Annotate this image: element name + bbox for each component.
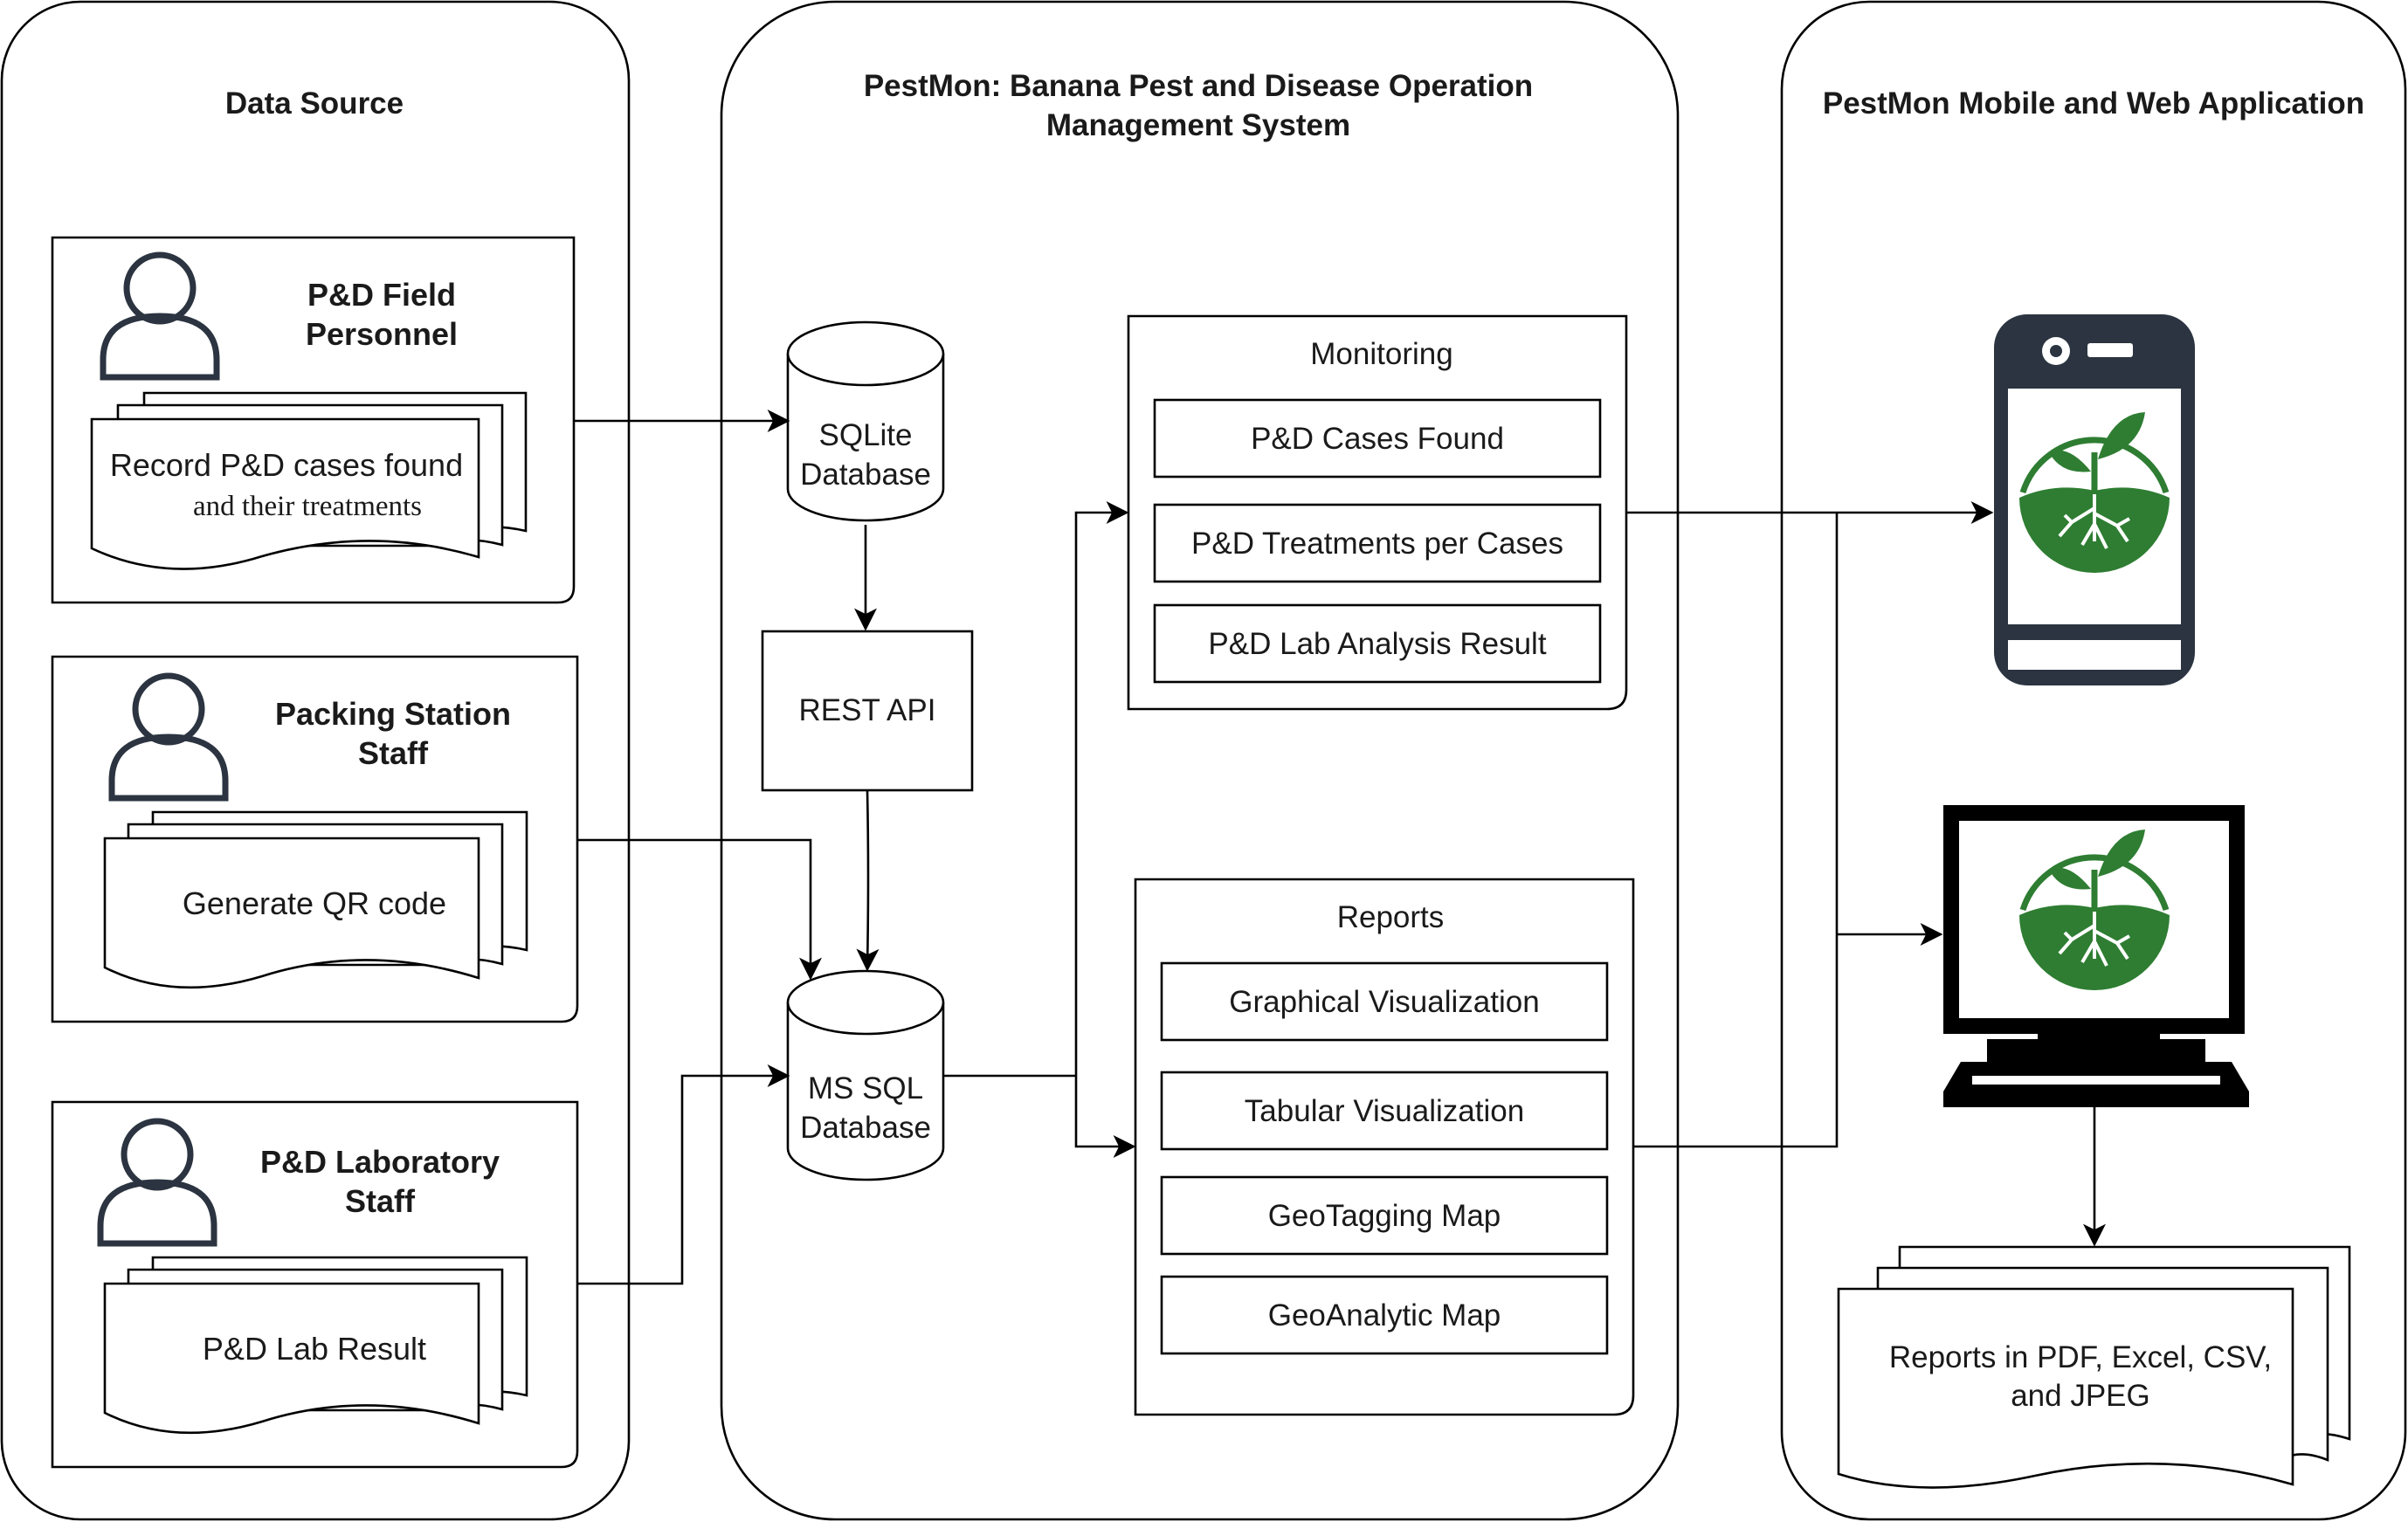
reports-item-geoanalytic-label: GeoAnalytic Map bbox=[1268, 1298, 1501, 1333]
mssql-label-line2: Database bbox=[800, 1111, 931, 1145]
reports-item-tabular-label: Tabular Visualization bbox=[1245, 1094, 1524, 1128]
qr-code-label: Generate QR code bbox=[183, 885, 446, 921]
user-icon bbox=[97, 1118, 217, 1247]
reports-module: Reports Graphical Visualization Tabular … bbox=[1134, 878, 1635, 1416]
data-source-panel bbox=[0, 0, 631, 1521]
reports-item-tabular bbox=[1160, 1071, 1609, 1151]
field-records-document-stack bbox=[90, 391, 528, 570]
arrow-lab-to-mssql bbox=[577, 1064, 790, 1285]
field-personnel-name-line1: P&D Field bbox=[307, 277, 456, 313]
mssql-label-line1: MS SQL bbox=[808, 1071, 923, 1105]
lab-result-document-stack bbox=[103, 1256, 528, 1435]
user-icon bbox=[108, 672, 229, 802]
lab-staff-name-line1: P&D Laboratory bbox=[260, 1144, 500, 1180]
smartphone-icon bbox=[1994, 314, 2195, 685]
system-title-line1: PestMon: Banana Pest and Disease Operati… bbox=[864, 69, 1533, 103]
sqlite-label-line2: Database bbox=[800, 458, 931, 492]
packing-staff-name-line2: Staff bbox=[358, 735, 429, 771]
reports-item-graphical bbox=[1160, 961, 1609, 1042]
exported-reports-label-line1: Reports in PDF, Excel, CSV, bbox=[1889, 1340, 2272, 1374]
desktop-computer-icon bbox=[1943, 805, 2249, 1107]
sqlite-database: SQLite Database bbox=[786, 320, 945, 522]
monitoring-item-treatments-label: P&D Treatments per Cases bbox=[1191, 527, 1563, 561]
arrow-restapi-to-mssql bbox=[856, 789, 880, 972]
lab-staff-name-line2: Staff bbox=[345, 1183, 416, 1219]
rest-api-label: REST API bbox=[799, 693, 936, 727]
user-icon bbox=[100, 251, 220, 381]
reports-title: Reports bbox=[1337, 900, 1445, 934]
field-personnel-card: P&D Field Personnel Record P&D cases fou… bbox=[51, 236, 576, 604]
qr-code-document-stack bbox=[103, 810, 528, 989]
reports-item-geotagging bbox=[1160, 1175, 1609, 1256]
seedling-logo-icon bbox=[2019, 830, 2170, 990]
application-title: PestMon Mobile and Web Application bbox=[1823, 86, 2364, 121]
monitoring-module: Monitoring P&D Cases Found P&D Treatment… bbox=[1127, 314, 1628, 711]
packing-staff-name-line1: Packing Station bbox=[275, 696, 511, 732]
lab-staff-card: P&D Laboratory Staff P&D Lab Result bbox=[51, 1100, 579, 1469]
packing-staff-card: Packing Station Staff Generate QR code bbox=[51, 655, 579, 1023]
arrow-mssql-to-reports bbox=[1074, 1076, 1136, 1158]
reports-item-geotagging-label: GeoTagging Map bbox=[1268, 1199, 1501, 1233]
reports-item-graphical-label: Graphical Visualization bbox=[1229, 985, 1539, 1019]
field-records-label-line2: and their treatments bbox=[193, 491, 422, 522]
data-source-title: Data Source bbox=[225, 86, 404, 121]
line-reports-to-apps bbox=[1633, 513, 1839, 1148]
sqlite-label-line1: SQLite bbox=[819, 418, 913, 452]
monitoring-item-cases bbox=[1153, 398, 1602, 479]
exported-reports-document-stack: Reports in PDF, Excel, CSV, and JPEG bbox=[1837, 1245, 2351, 1489]
exported-reports-label-line2: and JPEG bbox=[2011, 1379, 2150, 1413]
monitoring-item-lab-analysis-label: P&D Lab Analysis Result bbox=[1208, 627, 1546, 661]
rest-api-box: REST API bbox=[761, 630, 974, 792]
application-panel bbox=[1780, 0, 2407, 1521]
field-personnel-name-line2: Personnel bbox=[306, 316, 458, 352]
mssql-database: MS SQL Database bbox=[786, 969, 945, 1181]
arrow-packing-to-mssql bbox=[577, 838, 822, 981]
monitoring-item-cases-label: P&D Cases Found bbox=[1251, 422, 1504, 456]
reports-item-geoanalytic bbox=[1160, 1275, 1609, 1355]
monitoring-title: Monitoring bbox=[1310, 337, 1452, 371]
field-records-label-line1: Record P&D cases found bbox=[110, 447, 463, 483]
seedling-logo-icon bbox=[2019, 412, 2170, 573]
system-title-line2: Management System bbox=[1046, 108, 1350, 142]
system-panel bbox=[720, 0, 1680, 1521]
monitoring-item-lab-analysis bbox=[1153, 603, 1602, 684]
arrow-mssql-to-monitoring bbox=[1074, 501, 1129, 1076]
lab-result-label: P&D Lab Result bbox=[203, 1331, 426, 1367]
connectors bbox=[574, 410, 2106, 1285]
monitoring-item-treatments bbox=[1153, 503, 1602, 583]
